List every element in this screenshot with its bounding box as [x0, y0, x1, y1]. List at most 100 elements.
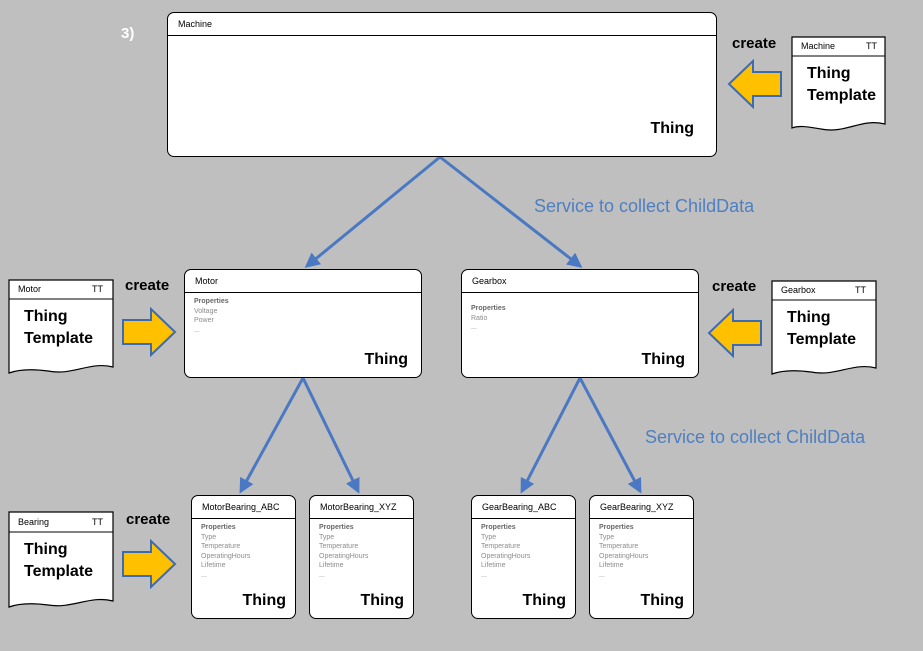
thing-motor-name: Motor: [185, 270, 421, 293]
property-item: OperatingHours: [481, 552, 531, 560]
template-machine-name: Machine: [801, 41, 836, 51]
thing-gearbearing-xyz-properties: Properties Type Temperature OperatingHou…: [590, 519, 693, 580]
template-gearbox-tag: TT: [855, 285, 866, 295]
thing-motorbearing-xyz-type-label: Thing: [360, 592, 404, 609]
properties-heading: Properties: [319, 524, 354, 531]
property-item: Lifetime: [599, 562, 624, 569]
template-bearing[interactable]: Bearing TT Thing Template: [8, 511, 114, 609]
thing-gearbox-name: Gearbox: [462, 270, 698, 293]
create-arrow-left-icon: [727, 59, 782, 109]
properties-heading: Properties: [194, 298, 229, 305]
property-item: Temperature: [481, 543, 521, 550]
property-item: Temperature: [599, 543, 639, 550]
thing-gearbox-properties: Properties Ratio ...: [462, 293, 698, 333]
thing-gearbearing-abc-properties: Properties Type Temperature OperatingHou…: [472, 519, 575, 580]
property-item: ...: [319, 571, 325, 579]
property-item: ...: [481, 571, 487, 579]
property-item: Voltage: [194, 307, 218, 315]
thing-motorbearing-abc-properties: Properties Type Temperature OperatingHou…: [192, 519, 295, 580]
thing-motor[interactable]: Motor Properties Voltage Power ... Thing: [184, 269, 422, 378]
properties-heading: Properties: [599, 524, 634, 531]
template-gearbox-label: Thing Template: [787, 307, 856, 351]
thing-motor-type-label: Thing: [364, 351, 408, 368]
property-item: ...: [471, 324, 477, 331]
template-machine-tag: TT: [866, 41, 877, 51]
property-item: Lifetime: [319, 562, 344, 569]
arrow-gearbox-to-gearbearing-xyz: [578, 377, 642, 494]
property-item: OperatingHours: [201, 552, 251, 560]
arrow-gearbox-to-gearbearing-abc: [520, 377, 582, 494]
thing-gearbearing-abc-name: GearBearing_ABC: [472, 496, 575, 519]
document-shape-icon: [8, 511, 114, 608]
template-motor-label: Thing Template: [24, 306, 93, 350]
property-item: Lifetime: [481, 562, 506, 569]
template-label-line1: Thing: [24, 541, 68, 558]
property-item: ...: [194, 326, 200, 334]
create-label-motor: create: [125, 277, 170, 294]
thing-gearbearing-abc[interactable]: GearBearing_ABC Properties Type Temperat…: [471, 495, 576, 619]
create-arrow-right-icon: [122, 307, 177, 357]
template-motor-tag: TT: [92, 284, 103, 294]
properties-heading: Properties: [471, 305, 506, 312]
document-shape-icon: [771, 280, 877, 375]
arrow-motor-to-motorbearing-xyz: [301, 377, 360, 494]
property-item: Power: [194, 317, 214, 324]
template-machine[interactable]: Machine TT Thing Template: [791, 36, 886, 134]
property-item: OperatingHours: [599, 552, 649, 560]
template-label-line1: Thing: [807, 65, 851, 82]
document-shape-icon: [8, 279, 114, 374]
thing-gearbearing-xyz[interactable]: GearBearing_XYZ Properties Type Temperat…: [589, 495, 694, 619]
property-item: Lifetime: [201, 562, 226, 569]
thing-machine[interactable]: Machine Thing: [167, 12, 717, 157]
template-label-line1: Thing: [24, 308, 68, 325]
service-label-bottom: Service to collect ChildData: [645, 427, 866, 447]
template-bearing-name: Bearing: [18, 517, 50, 527]
template-gearbox-name: Gearbox: [781, 285, 816, 295]
property-item: Type: [481, 533, 497, 541]
property-item: ...: [201, 571, 207, 579]
thing-motorbearing-xyz-name: MotorBearing_XYZ: [310, 496, 413, 519]
property-item: Type: [319, 533, 335, 541]
thing-gearbearing-xyz-name: GearBearing_XYZ: [590, 496, 693, 519]
thing-machine-name: Machine: [168, 13, 716, 36]
arrow-machine-to-motor: [304, 155, 441, 268]
property-item: Type: [599, 533, 615, 541]
create-arrow-right-icon: [122, 539, 177, 589]
arrow-motor-to-motorbearing-abc: [239, 377, 305, 494]
template-gearbox[interactable]: Gearbox TT Thing Template: [771, 280, 877, 375]
property-item: ...: [599, 571, 605, 579]
thing-machine-type-label: Thing: [650, 120, 694, 137]
thing-motorbearing-xyz[interactable]: MotorBearing_XYZ Properties Type Tempera…: [309, 495, 414, 619]
property-item: Temperature: [319, 543, 359, 550]
thing-gearbox-type-label: Thing: [641, 351, 685, 368]
template-motor-name: Motor: [18, 284, 42, 294]
thing-motorbearing-xyz-properties: Properties Type Temperature OperatingHou…: [310, 519, 413, 580]
template-label-line1: Thing: [787, 309, 831, 326]
thing-motorbearing-abc-type-label: Thing: [242, 592, 286, 609]
thing-motor-properties: Properties Voltage Power ...: [185, 293, 421, 335]
template-label-line2: Template: [787, 331, 857, 348]
thing-gearbearing-abc-type-label: Thing: [522, 592, 566, 609]
property-item: Type: [201, 533, 217, 541]
create-arrow-left-icon: [707, 308, 762, 358]
property-item: OperatingHours: [319, 552, 369, 560]
property-item: Temperature: [201, 543, 241, 550]
thing-gearbox[interactable]: Gearbox Properties Ratio ... Thing: [461, 269, 699, 378]
properties-heading: Properties: [481, 524, 516, 531]
thing-motorbearing-abc-name: MotorBearing_ABC: [192, 496, 295, 519]
step-number: 3): [121, 25, 135, 42]
template-label-line2: Template: [24, 330, 94, 347]
thing-motorbearing-abc[interactable]: MotorBearing_ABC Properties Type Tempera…: [191, 495, 296, 619]
property-item: Ratio: [471, 314, 488, 322]
template-label-line2: Template: [24, 563, 94, 580]
arrow-machine-to-gearbox: [439, 155, 583, 268]
create-label-bearing: create: [126, 511, 171, 528]
template-motor[interactable]: Motor TT Thing Template: [8, 279, 114, 374]
document-shape-icon: [791, 36, 886, 131]
properties-heading: Properties: [201, 524, 236, 531]
template-bearing-tag: TT: [92, 517, 103, 527]
create-label-gearbox: create: [712, 278, 757, 295]
thing-gearbearing-xyz-type-label: Thing: [640, 592, 684, 609]
template-machine-label: Thing Template: [807, 63, 876, 107]
